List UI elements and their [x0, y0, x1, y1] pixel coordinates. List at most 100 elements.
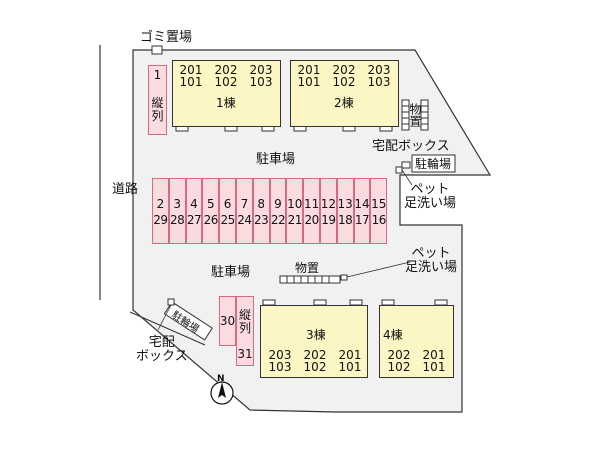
parking-slot-column	[168, 178, 186, 244]
storage-center-label: 物置	[295, 261, 320, 275]
building-4-name: 4棟	[383, 328, 403, 342]
road-line-diagonal	[129, 311, 206, 346]
room-label: 203	[268, 348, 292, 362]
parking-slot-31-number: 31	[237, 347, 253, 361]
pet-wash-top-label: ペット 足洗い場	[404, 182, 457, 211]
room-label: 103	[268, 360, 292, 374]
garbage-label: ゴミ置場	[140, 30, 193, 45]
parking-slot-number-top: 12	[320, 197, 337, 211]
parking-slot-number-top: 15	[371, 197, 387, 211]
parking-slot-number-bottom: 26	[203, 213, 219, 227]
parking-slot-column	[219, 178, 236, 244]
compass-north-label: N	[217, 374, 225, 384]
parking-slot-number-top: 8	[257, 197, 266, 211]
parking-north-label: 駐車場	[256, 152, 296, 167]
parking-slot-column	[286, 178, 304, 244]
pet-wash-marker-mid	[340, 274, 348, 281]
parking-south-label: 駐車場	[211, 265, 251, 280]
parking-slot-number-bottom: 22	[270, 213, 286, 227]
pet-wash-mid-label: ペット 足洗い場	[405, 246, 458, 275]
building-1	[172, 60, 281, 127]
delivery-box-bottom-label: 宅配 ボックス	[136, 335, 188, 364]
room-label: 102	[303, 360, 327, 374]
room-label: 203	[367, 63, 391, 77]
parking-slot-number-bottom: 27	[186, 213, 202, 227]
room-label: 101	[338, 360, 362, 374]
room-label: 103	[249, 75, 273, 89]
room-label: 202	[214, 63, 238, 77]
parking-slot-column	[370, 178, 388, 244]
room-label: 202	[332, 63, 356, 77]
parking-slot-column	[353, 178, 371, 244]
parking-slot-31-text: 縦 列	[238, 308, 251, 335]
garbage-box	[151, 45, 163, 55]
room-label: 102	[387, 360, 411, 374]
parking-slot-number-top: 13	[337, 197, 353, 211]
parking-slot-number-top: 6	[223, 197, 232, 211]
building-3-name: 3棟	[306, 328, 326, 342]
parking-slot-number-top: 11	[303, 197, 320, 211]
parking-slot-number-top: 3	[173, 197, 182, 211]
parking-slot-1	[148, 65, 167, 135]
storage-right-shed	[401, 99, 429, 131]
parking-slot-number-bottom: 16	[371, 213, 387, 227]
parking-slot-number-top: 2	[156, 197, 165, 211]
parking-slot-31	[236, 296, 254, 366]
parking-slot-number-top: 14	[354, 197, 370, 211]
road-label: 道路	[112, 182, 139, 197]
parking-slot-number-top: 5	[206, 197, 215, 211]
pet-wash-marker-top	[395, 166, 403, 174]
delivery-box-top-marker	[401, 161, 411, 169]
parking-slot-column	[336, 178, 354, 244]
parking-slot-30	[219, 296, 236, 346]
delivery-box-bottom-marker	[167, 298, 175, 306]
room-label: 203	[249, 63, 273, 77]
storage-center-shed	[279, 275, 341, 284]
bicycle-parking-bottom	[163, 301, 213, 341]
parking-slot-number-bottom: 19	[321, 213, 336, 227]
room-label: 102	[214, 75, 238, 89]
storage-right-label: 物置	[408, 103, 422, 127]
room-label: 101	[297, 75, 321, 89]
building-1-name: 1棟	[216, 96, 236, 110]
parking-slot-column	[320, 178, 337, 244]
room-label: 101	[422, 360, 446, 374]
bicycle-parking-top	[411, 154, 456, 173]
parking-slot-number-bottom: 21	[287, 213, 303, 227]
building-2-name: 2棟	[334, 96, 354, 110]
parking-slot-number-bottom: 28	[170, 213, 185, 227]
parking-slot-column	[252, 178, 270, 244]
parking-slot-number-bottom: 18	[338, 213, 353, 227]
room-label: 102	[332, 75, 356, 89]
building-4	[379, 305, 454, 378]
parking-slot-30-number: 30	[219, 314, 236, 328]
compass-icon	[210, 381, 234, 405]
room-label: 201	[422, 348, 446, 362]
parking-slot-number-bottom: 29	[153, 213, 168, 227]
room-label: 201	[338, 348, 362, 362]
parking-slot-1-text: 縦 列	[151, 96, 164, 123]
parking-slot-column	[269, 178, 287, 244]
bicycle-parking-label: 駐輪場	[415, 157, 452, 171]
parking-slot-number-bottom: 24	[237, 213, 252, 227]
room-label: 201	[179, 63, 203, 77]
room-label: 202	[387, 348, 411, 362]
parking-slot-number-bottom: 17	[354, 213, 370, 227]
parking-slot-1-number: 1	[153, 68, 162, 82]
parking-slot-column	[236, 178, 253, 244]
building-3	[260, 305, 368, 378]
parking-slot-number-bottom: 20	[304, 213, 319, 227]
parking-slot-number-top: 10	[287, 197, 303, 211]
parking-slot-number-bottom: 23	[254, 213, 269, 227]
room-label: 103	[367, 75, 391, 89]
parking-slot-number-top: 7	[240, 197, 249, 211]
parking-slot-column	[303, 178, 320, 244]
parking-slot-column	[202, 178, 220, 244]
parking-slot-number-top: 9	[274, 197, 282, 211]
room-label: 201	[297, 63, 321, 77]
building-2	[290, 60, 399, 127]
parking-slot-column	[185, 178, 203, 244]
parking-slot-number-top: 4	[190, 197, 198, 211]
room-label: 202	[303, 348, 327, 362]
parking-slot-number-bottom: 25	[220, 213, 235, 227]
